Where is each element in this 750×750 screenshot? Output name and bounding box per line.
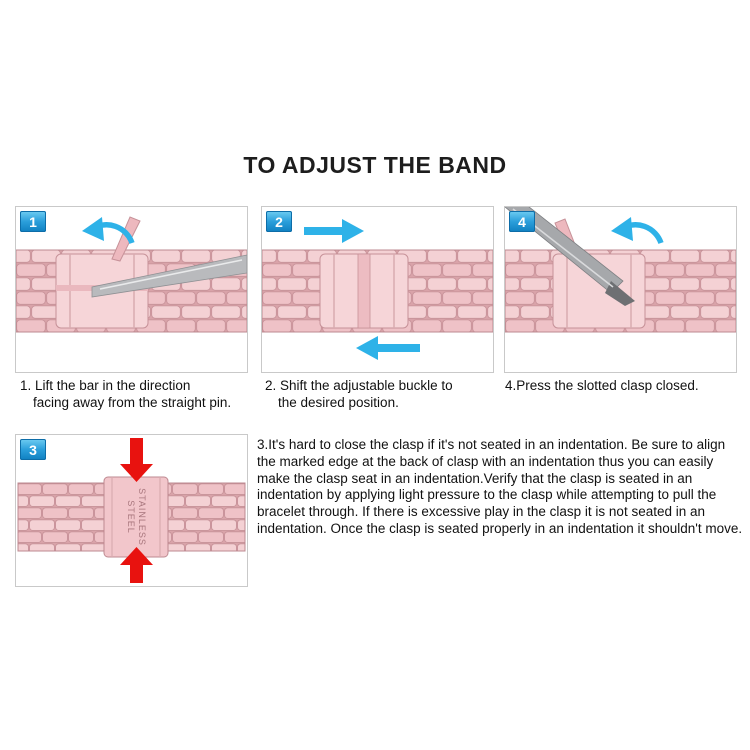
shift-right-arrow-icon [304, 219, 364, 243]
caption-line: 1. Lift the bar in the direction [20, 378, 191, 393]
step-4-caption: 4.Press the slotted clasp closed. [505, 377, 699, 394]
step-2-caption: 2. Shift the adjustable buckle to the de… [265, 377, 453, 411]
caption-line: 4.Press the slotted clasp closed. [505, 378, 699, 393]
step-1-caption: 1. Lift the bar in the direction facing … [20, 377, 231, 411]
caption-line: facing away from the straight pin. [33, 395, 232, 410]
adjustable-buckle [319, 253, 409, 329]
step-3-paragraph: 3.It's hard to close the clasp if it's n… [257, 437, 743, 536]
step-2-panel: 2 [261, 206, 494, 373]
engraving-line-2: STEEL [126, 500, 136, 534]
step-2-badge: 2 [266, 211, 292, 232]
press-closed-arrow-icon [611, 217, 664, 245]
press-down-arrow-icon [120, 438, 153, 482]
press-up-arrow-icon [120, 547, 153, 583]
straight-pin-tool [91, 254, 247, 298]
engraving-line-1: STAINLESS [137, 488, 147, 546]
caption-line: the desired position. [278, 395, 399, 410]
page-title: TO ADJUST THE BAND [243, 152, 507, 178]
clasp-stainless: STAINLESS STEEL [103, 476, 169, 558]
step-3-illustration: STAINLESS STEEL [17, 438, 246, 583]
step-3-badge: 3 [20, 439, 46, 460]
step-2-illustration [262, 219, 493, 360]
step-1-panel: 1 [15, 206, 248, 373]
step-4-illustration [505, 207, 736, 333]
step-1-badge: 1 [20, 211, 46, 232]
step-4-panel: 4 [504, 206, 737, 373]
step-1-illustration [16, 216, 247, 333]
caption-line: 2. Shift the adjustable buckle to [265, 378, 453, 393]
lift-direction-arrow-icon [82, 217, 135, 245]
clasp-engraving: STAINLESS STEEL [126, 488, 147, 546]
step-3-panel: 3 STAINLESS STEEL [15, 434, 248, 587]
step-4-badge: 4 [509, 211, 535, 232]
shift-left-arrow-icon [356, 336, 420, 360]
